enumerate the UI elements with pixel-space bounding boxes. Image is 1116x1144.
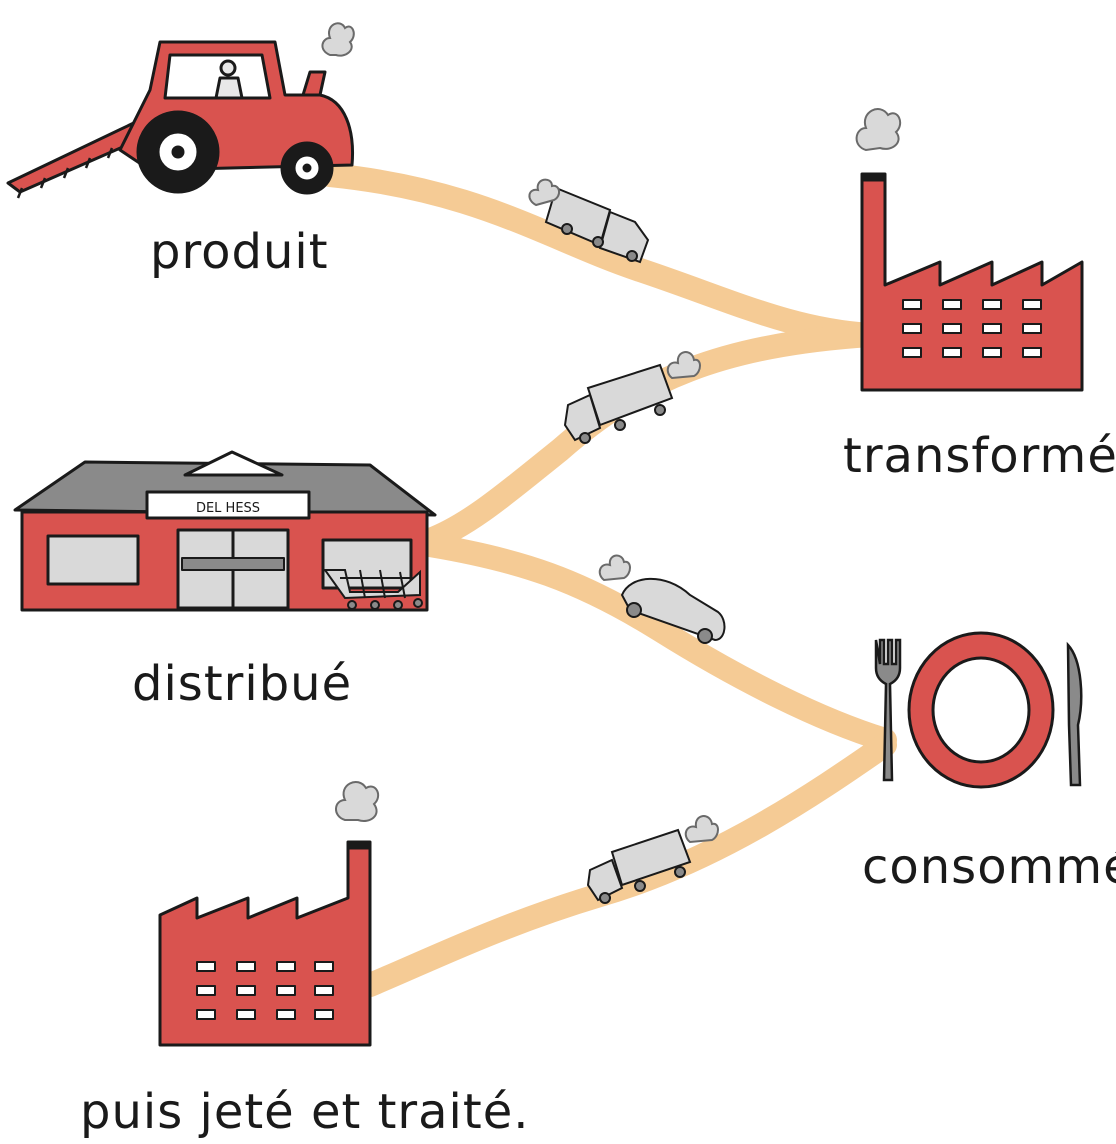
- plate-icon: [907, 631, 1055, 789]
- road-produit-transforme: [318, 163, 882, 347]
- fork-icon: [874, 638, 902, 782]
- shopping-cart-icon: [323, 569, 423, 610]
- factory-icon: [158, 840, 372, 1047]
- smoke-icon: [855, 108, 902, 152]
- truck-icon: [528, 178, 650, 264]
- stage-label-consomme: consommé: [862, 839, 1116, 895]
- road-distribue-consomme: [418, 533, 897, 752]
- truck-icon: [563, 351, 701, 444]
- road-transforme-distribue: [418, 323, 882, 552]
- stage-label-distribue: distribué: [132, 656, 353, 712]
- tractor-icon: [6, 40, 355, 199]
- store-sign-text: DEL HESS: [196, 501, 260, 516]
- smoke-icon: [335, 781, 380, 822]
- smoke-icon: [321, 22, 355, 57]
- store-icon: [13, 450, 437, 612]
- car-icon: [598, 554, 726, 644]
- truck-icon: [586, 815, 719, 904]
- knife-icon: [1066, 641, 1083, 787]
- stage-label-jete: puis jeté et traité.: [80, 1084, 530, 1140]
- factory-icon: [860, 172, 1084, 392]
- stage-label-transforme: transformé: [843, 428, 1116, 484]
- stage-label-produit: produit: [150, 224, 329, 280]
